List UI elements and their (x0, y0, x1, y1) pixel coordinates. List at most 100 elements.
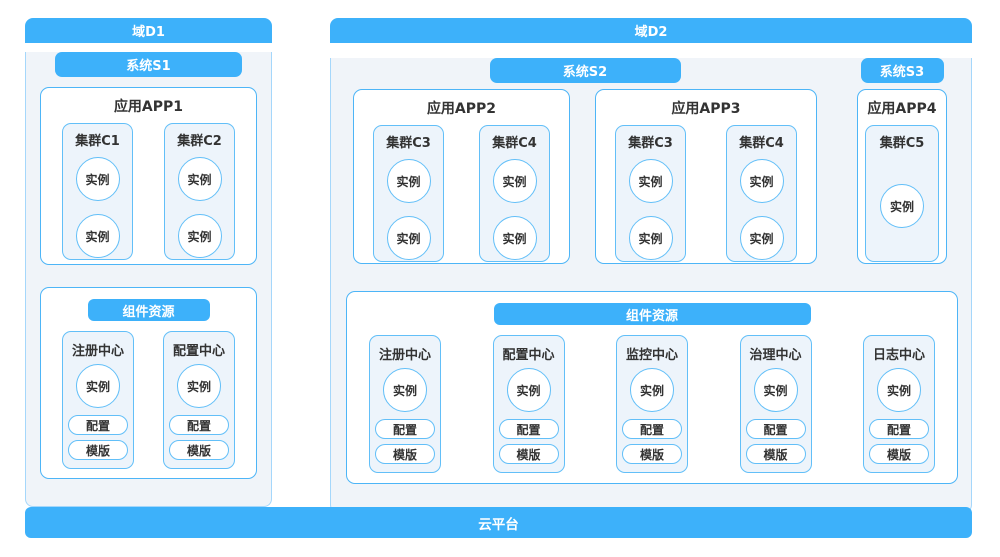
app2-cluster-row: 集群C3 实例 实例 集群C4 实例 实例 (354, 125, 569, 262)
system-s1-bar: 系统S1 (55, 52, 242, 77)
center-config-d1-title: 配置中心 (172, 344, 225, 359)
system-s3-wrap: 系统S3 (857, 58, 947, 83)
template-pill: 模版 (169, 440, 229, 460)
app-app1-title: 应用APP1 (113, 99, 184, 115)
instance-circle: 实例 (630, 368, 674, 412)
template-pill: 模版 (68, 440, 128, 460)
app-app2: 应用APP2 集群C3 实例 实例 集群C4 实例 实例 (353, 89, 570, 264)
app-app4-title: 应用APP4 (867, 101, 937, 117)
instance-circle: 实例 (76, 364, 120, 408)
template-pill: 模版 (869, 444, 929, 464)
cluster-c4-title: 集群C4 (739, 136, 784, 151)
system-s3-title: 系统S3 (879, 65, 925, 80)
instance-circle: 实例 (739, 216, 784, 260)
instance-circle: 实例 (739, 159, 784, 203)
center-registry-d2-title: 注册中心 (378, 348, 431, 363)
component-resources-d2: 组件资源 注册中心 实例 配置 模版 配置中心 实例 配置 模版 (346, 291, 958, 484)
cluster-c1: 集群C1 实例 实例 (62, 123, 133, 260)
config-pill: 配置 (498, 419, 559, 439)
component-resources-d1: 组件资源 注册中心 实例 配置 模版 配置中心 实例 配置 模版 (40, 287, 257, 479)
app-app3: 应用APP3 集群C3 实例 实例 集群C4 实例 实例 (595, 89, 817, 264)
component-resources-d2-badge: 组件资源 (493, 303, 811, 325)
instance-circle: 实例 (75, 214, 120, 258)
domain-d1-header: 域D1 (25, 18, 272, 43)
app3-cluster-row: 集群C3 实例 实例 集群C4 实例 实例 (596, 125, 816, 262)
center-governance-d2-title: 治理中心 (749, 348, 802, 363)
instance-circle: 实例 (177, 157, 222, 201)
domain-d2-body: 系统S2 系统S3 应用APP2 集群C3 实例 实例 (330, 58, 972, 513)
d2-center-row: 注册中心 实例 配置 模版 配置中心 实例 配置 模版 监控中心 实例 (347, 335, 957, 473)
config-pill: 配置 (622, 419, 682, 439)
instance-circle: 实例 (877, 368, 921, 412)
domain-d1-title: 域D1 (132, 25, 165, 40)
center-config-d1: 配置中心 实例 配置 模版 (163, 331, 235, 469)
d2-system-bars: 系统S2 系统S3 (353, 58, 947, 83)
instance-circle: 实例 (177, 214, 222, 258)
cloud-platform-bar: 云平台 (25, 507, 972, 538)
cluster-c5-title: 集群C5 (879, 136, 925, 151)
app-app3-title: 应用APP3 (671, 101, 741, 117)
cluster-c3-title: 集群C3 (386, 136, 431, 151)
center-registry-d1: 注册中心 实例 配置 模版 (62, 331, 134, 469)
component-resources-d1-title: 组件资源 (122, 304, 175, 320)
instance-circle: 实例 (880, 184, 924, 228)
system-s3-bar: 系统S3 (860, 58, 944, 83)
instance-circle: 实例 (628, 216, 673, 260)
system-s2-wrap: 系统S2 (353, 58, 817, 83)
component-resources-d1-badge: 组件资源 (87, 299, 210, 321)
system-s2-title: 系统S2 (562, 65, 608, 80)
template-pill: 模版 (622, 444, 682, 464)
domain-d2-title: 域D2 (634, 25, 668, 40)
instance-circle: 实例 (75, 157, 120, 201)
app-app1: 应用APP1 集群C1 实例 实例 集群C2 实例 实例 (40, 87, 257, 265)
instance-circle: 实例 (492, 159, 537, 203)
domain-d2: 域D2 系统S2 系统S3 应用APP2 (330, 18, 972, 513)
cloud-platform-title: 云平台 (478, 516, 519, 533)
config-pill: 配置 (745, 419, 806, 439)
instance-circle: 实例 (492, 216, 537, 260)
instance-circle: 实例 (506, 368, 551, 412)
cluster-c3-app3: 集群C3 实例 实例 (615, 125, 686, 262)
cluster-c4-app2: 集群C4 实例 实例 (479, 125, 550, 262)
app-app4: 应用APP4 集群C5 实例 (857, 89, 947, 264)
app1-cluster-row: 集群C1 实例 实例 集群C2 实例 实例 (41, 123, 256, 260)
system-s2-bar: 系统S2 (489, 58, 681, 83)
instance-circle: 实例 (383, 368, 427, 412)
d2-apps-row: 应用APP2 集群C3 实例 实例 集群C4 实例 实例 (353, 89, 947, 264)
center-config-d2: 配置中心 实例 配置 模版 (492, 335, 565, 473)
center-logging-d2-title: 日志中心 (872, 348, 925, 363)
cluster-c2: 集群C2 实例 实例 (164, 123, 235, 260)
config-pill: 配置 (169, 415, 229, 435)
cluster-c5: 集群C5 实例 (865, 125, 939, 262)
system-s1-title: 系统S1 (126, 59, 171, 74)
domain-d1-body: 系统S1 应用APP1 集群C1 实例 实例 集群C2 实例 实例 (25, 52, 272, 507)
domain-d1: 域D1 系统S1 应用APP1 集群C1 实例 实例 集群C2 实例 实例 (25, 18, 272, 507)
instance-circle: 实例 (753, 368, 798, 412)
component-resources-d2-title: 组件资源 (625, 308, 678, 324)
cluster-c4-title: 集群C4 (492, 136, 537, 151)
template-pill: 模版 (375, 444, 435, 464)
center-monitor-d2: 监控中心 实例 配置 模版 (616, 335, 688, 473)
instance-circle: 实例 (386, 159, 431, 203)
d1-center-row: 注册中心 实例 配置 模版 配置中心 实例 配置 模版 (41, 331, 256, 469)
center-config-d2-title: 配置中心 (502, 348, 555, 363)
config-pill: 配置 (68, 415, 128, 435)
cluster-c4-app3: 集群C4 实例 实例 (726, 125, 797, 262)
center-governance-d2: 治理中心 实例 配置 模版 (739, 335, 812, 473)
center-registry-d2: 注册中心 实例 配置 模版 (369, 335, 441, 473)
instance-circle: 实例 (386, 216, 431, 260)
template-pill: 模版 (498, 444, 559, 464)
config-pill: 配置 (869, 419, 929, 439)
instance-circle: 实例 (628, 159, 673, 203)
template-pill: 模版 (745, 444, 806, 464)
app4-cluster-row: 集群C5 实例 (858, 125, 946, 262)
center-monitor-d2-title: 监控中心 (625, 348, 678, 363)
center-registry-d1-title: 注册中心 (71, 344, 124, 359)
app-app2-title: 应用APP2 (426, 101, 497, 117)
center-logging-d2: 日志中心 实例 配置 模版 (863, 335, 935, 473)
instance-circle: 实例 (177, 364, 221, 408)
domain-d2-header: 域D2 (330, 18, 972, 43)
cluster-c3-app2: 集群C3 实例 实例 (373, 125, 444, 262)
config-pill: 配置 (375, 419, 435, 439)
